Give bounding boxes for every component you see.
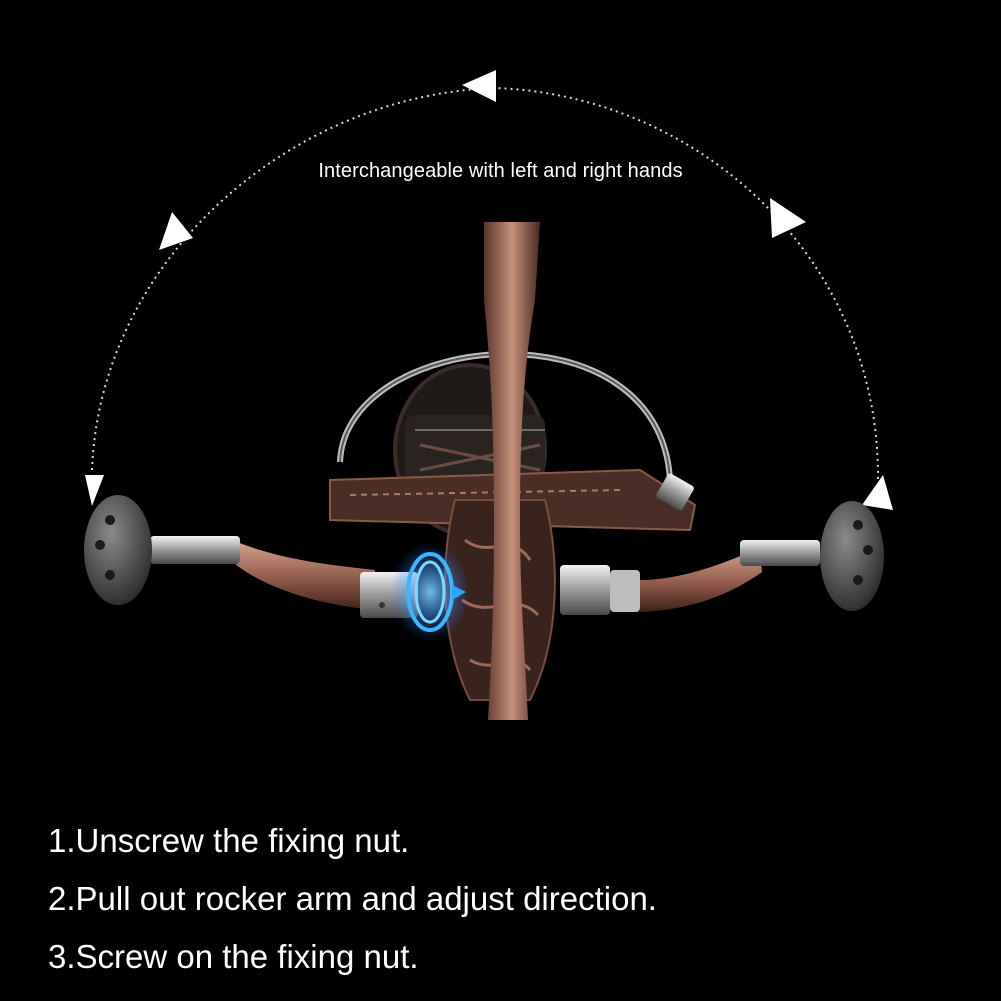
instruction-steps: 1.Unscrew the fixing nut. 2.Pull out roc… [48,812,657,986]
arrow-head-icon [85,475,104,506]
arrow-head-icon [462,70,496,102]
fixing-nut-right [560,565,610,615]
handle-shaft-right [740,540,820,566]
handle-knob-left [84,495,152,605]
reel-stem [484,222,540,720]
arrow-head-icon [770,198,806,238]
handle-shaft-left [150,536,240,564]
arrow-head-icon [862,475,893,510]
step-item: 3.Screw on the fixing nut. [48,938,419,975]
rotation-indicator-icon [390,542,470,642]
handle-arm-left [232,540,375,610]
rotation-arc [91,86,880,481]
step-item: 1.Unscrew the fixing nut. [48,822,410,859]
handle-arm-right [640,548,762,612]
arrow-head-icon [159,212,193,250]
handle-knob-right [820,501,884,611]
step-item: 2.Pull out rocker arm and adjust directi… [48,880,657,917]
interchangeable-caption: Interchangeable with left and right hand… [318,160,683,182]
